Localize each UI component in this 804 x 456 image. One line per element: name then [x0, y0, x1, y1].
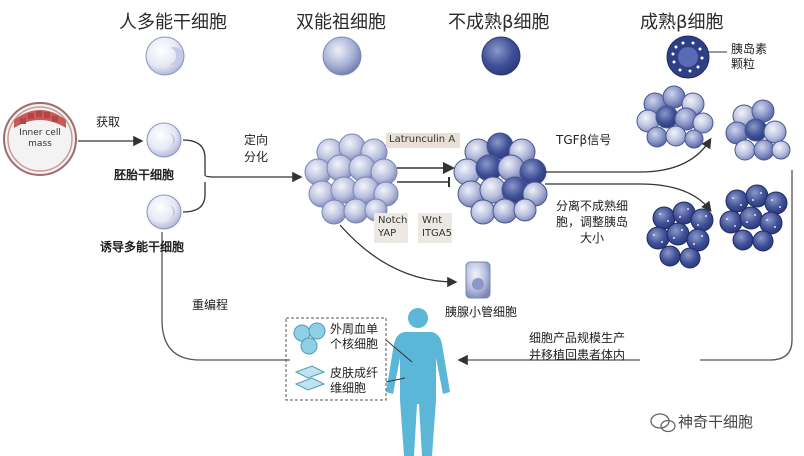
directed-differentiation-label: 定向 分化 — [244, 133, 269, 164]
mature-islet-cluster-top-left — [636, 85, 714, 149]
separate-arrow — [545, 183, 712, 213]
inner-cell-mass-label: Inner cell mass — [19, 128, 61, 149]
separated-islet-cluster-left — [646, 201, 714, 269]
header-immature-beta: 不成熟β细胞 — [448, 12, 550, 33]
mature-islet-cluster-top-right — [725, 99, 791, 161]
header-pluripotent: 人多能干细胞 — [119, 12, 227, 33]
differentiation-arrow — [182, 139, 303, 183]
pbmc-label: 外周血单 个核细胞 — [330, 322, 379, 351]
reprogram-line — [161, 232, 290, 361]
inner-cell-mass-icon — [3, 102, 77, 176]
mature-beta-cell-icon — [666, 35, 710, 79]
ipsc-merge-line — [182, 182, 206, 213]
watermark-text: 神奇干细胞 — [678, 413, 754, 431]
source-cells-box — [285, 317, 387, 401]
separated-islet-cluster-right — [719, 184, 788, 252]
acquire-label: 获取 — [96, 115, 121, 129]
esc-label: 胚胎干细胞 — [114, 168, 175, 182]
header-bihormonal: 双能祖细胞 — [296, 12, 386, 33]
header-mature-beta: 成熟β细胞 — [640, 12, 724, 33]
transplant-line — [700, 170, 793, 361]
immature-beta-cluster — [453, 132, 548, 225]
duct-cells-label: 胰腺小管细胞 — [445, 305, 518, 319]
wnt-itga5-box — [418, 213, 452, 243]
duct-arrow — [339, 224, 458, 288]
bihormonal-cell-icon — [322, 36, 362, 76]
watermark-wechat-icon — [650, 413, 676, 433]
immature-beta-cell-icon — [481, 36, 521, 76]
duct-cell-icon — [465, 261, 491, 299]
tgfb-label: TGFβ信号 — [556, 133, 612, 147]
ipsc-label: 诱导多能干细胞 — [100, 240, 185, 254]
esc-cell-icon — [146, 122, 182, 158]
pbmc-pointer — [385, 339, 413, 363]
latrunculin-label: Latrunculin A — [389, 134, 456, 145]
patient-figure-icon — [386, 308, 450, 456]
granule-dots — [653, 192, 781, 245]
notch-yap-box — [374, 213, 408, 243]
reprogram-label: 重编程 — [192, 298, 229, 312]
notch-yap-label: Notch YAP — [378, 215, 408, 239]
progenitor-cluster — [304, 133, 399, 225]
separate-label: 分离不成熟细 胞，调整胰岛 大小 — [556, 199, 629, 245]
pluripotent-cell-icon — [145, 36, 185, 76]
insulin-granules-label: 胰岛素 颗粒 — [731, 42, 768, 71]
fibroblast-icon — [294, 365, 326, 391]
fibroblast-label: 皮肤成纤 维细胞 — [330, 366, 379, 395]
fibroblast-pointer — [385, 377, 406, 383]
latrunculin-box — [386, 133, 460, 148]
wnt-itga5-label: Wnt ITGA5 — [422, 215, 453, 239]
ipsc-cell-icon — [146, 194, 182, 230]
scale-up-label: 细胞产品规模生产 并移植回患者体内 — [529, 331, 626, 362]
tgfb-arrow — [545, 137, 712, 173]
pbmc-icon — [293, 322, 326, 355]
